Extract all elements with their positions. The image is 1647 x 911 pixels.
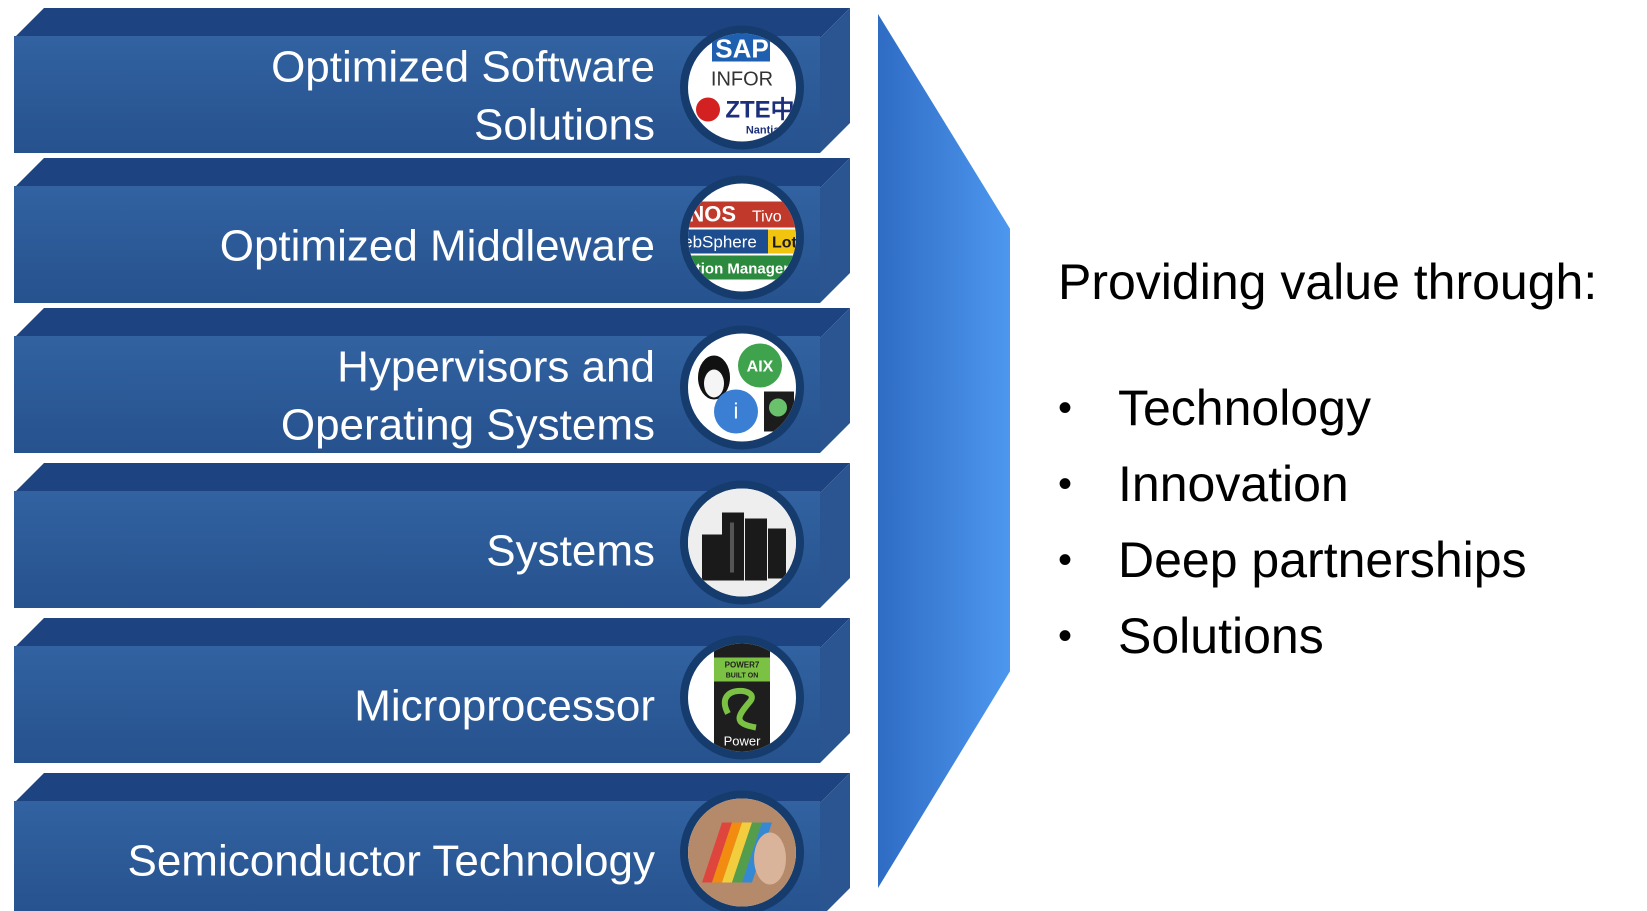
layer-side-bevel	[820, 618, 850, 763]
value-heading: Providing value through:	[1058, 254, 1598, 310]
bullet-icon: •	[1058, 538, 1073, 582]
svg-text:Lotu: Lotu	[772, 235, 807, 252]
layer-side-bevel	[820, 773, 850, 911]
bullet-icon: •	[1058, 386, 1073, 430]
stack-layer-4: Systems	[14, 463, 850, 608]
layer-label-line: Semiconductor Technology	[127, 837, 655, 886]
layer-top-bevel	[14, 308, 850, 338]
layer-side-bevel	[820, 463, 850, 608]
svg-text:INFOR: INFOR	[711, 69, 773, 91]
technology-stack-diagram: Optimized SoftwareSolutionsSAPINFORZTE中N…	[14, 8, 1010, 911]
layer-label-line: Operating Systems	[281, 401, 655, 450]
layer-top-bevel	[14, 8, 850, 38]
value-item-label: Deep partnerships	[1118, 532, 1527, 588]
value-item-solutions: • Solutions	[1058, 598, 1643, 674]
value-item-technology: • Technology	[1058, 370, 1643, 446]
layer-side-bevel	[820, 158, 850, 303]
layer-side-bevel	[820, 8, 850, 153]
svg-text:ebSphere: ebSphere	[683, 233, 757, 252]
value-item-label: Solutions	[1118, 608, 1324, 664]
layer-top-bevel	[14, 773, 850, 803]
svg-text:Tivo: Tivo	[752, 209, 782, 226]
svg-text:AIX: AIX	[747, 359, 774, 376]
layer-label-line: Optimized Middleware	[220, 222, 655, 271]
value-item-label: Innovation	[1118, 456, 1349, 512]
svg-text:POWER7: POWER7	[725, 661, 760, 670]
silicon-wafer-icon	[680, 790, 804, 911]
operating-systems-logos-icon: AIX i	[680, 325, 804, 450]
layer-top-bevel	[14, 618, 850, 648]
stack-layer-6: Semiconductor Technology	[14, 773, 850, 911]
layer-label-line: Microprocessor	[354, 682, 655, 731]
svg-text:Power: Power	[724, 734, 762, 749]
value-chevron-arrow	[878, 14, 1010, 888]
bullet-icon: •	[1058, 614, 1073, 658]
layer-label-line: Systems	[486, 527, 655, 576]
value-item-innovation: • Innovation	[1058, 446, 1643, 522]
svg-text:ZTE中: ZTE中	[725, 97, 794, 124]
layer-side-bevel	[820, 308, 850, 453]
layer-top-bevel	[14, 158, 850, 188]
svg-text:SAP: SAP	[715, 34, 768, 64]
value-list: • Technology • Innovation • Deep partner…	[1058, 370, 1643, 674]
layer-label-line: Hypervisors and	[337, 343, 655, 392]
svg-text:ation Managem: ation Managem	[687, 261, 796, 278]
value-item-label: Technology	[1118, 380, 1371, 436]
value-panel: Providing value through: • Technology • …	[1058, 252, 1643, 674]
stack-layer-1: Optimized SoftwareSolutionsSAPINFORZTE中N…	[14, 8, 850, 153]
svg-text:i: i	[734, 399, 739, 424]
layer-label-line: Solutions	[474, 101, 655, 150]
layer-label-line: Optimized Software	[271, 43, 655, 92]
value-item-deep-partnerships: • Deep partnerships	[1058, 522, 1643, 598]
server-racks-icon	[680, 480, 804, 605]
bullet-icon: •	[1058, 462, 1073, 506]
layer-top-bevel	[14, 463, 850, 493]
svg-text:BUILT ON: BUILT ON	[726, 673, 759, 680]
